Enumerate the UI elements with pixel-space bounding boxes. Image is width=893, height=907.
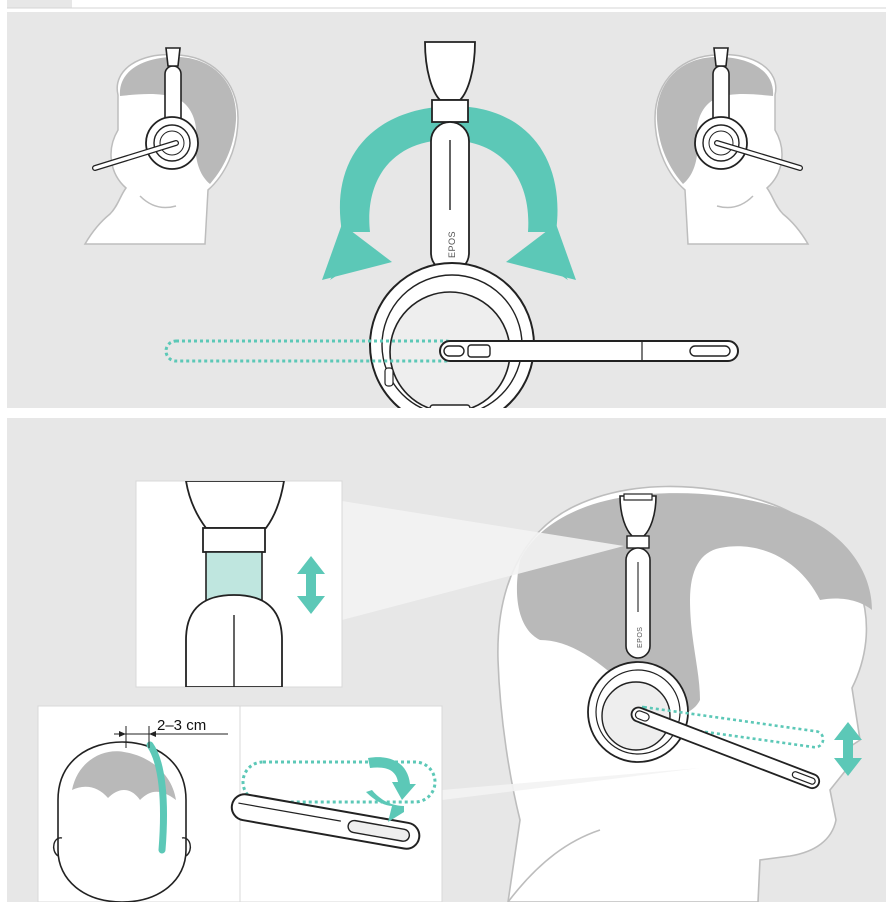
inset-headband-detail bbox=[136, 481, 342, 687]
page-tab bbox=[7, 0, 72, 8]
brand-mark-bottom: EPOS bbox=[637, 627, 644, 648]
top-panel: EPOS bbox=[7, 12, 886, 427]
distance-label: 2–3 cm bbox=[157, 717, 206, 734]
bottom-panel: EPOS bbox=[7, 418, 886, 902]
brand-mark: EPOS bbox=[447, 231, 457, 258]
inset-boom-detail: 2–3 cm bbox=[38, 706, 442, 902]
